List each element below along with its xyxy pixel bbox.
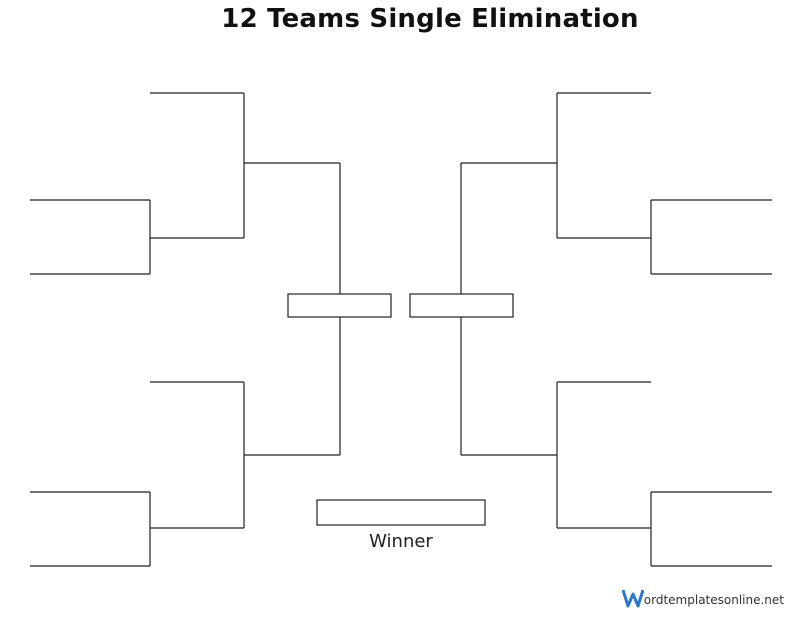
right-semifinal-slot <box>409 293 514 318</box>
page-title: 12 Teams Single Elimination <box>221 4 639 34</box>
winner-label: Winner <box>369 531 433 552</box>
site-logo: ordtemplatesonline.net <box>621 588 784 608</box>
left-semifinal-slot <box>287 293 392 318</box>
logo-text: ordtemplatesonline.net <box>643 593 784 607</box>
winner-slot <box>316 499 486 526</box>
w-logo-icon <box>621 589 644 608</box>
